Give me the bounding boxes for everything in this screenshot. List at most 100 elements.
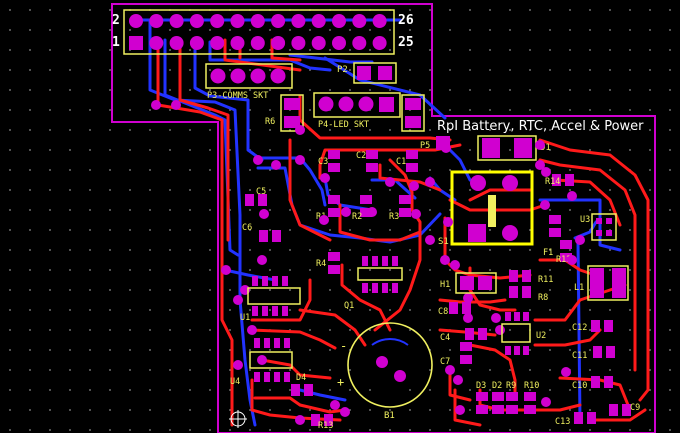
header-pin bbox=[311, 36, 326, 50]
battery-b1: B1 - + bbox=[337, 322, 433, 421]
via bbox=[233, 360, 243, 370]
via bbox=[463, 313, 473, 323]
header-pin bbox=[210, 36, 225, 50]
component-d2: D2 bbox=[492, 381, 504, 414]
u3-label: U3 bbox=[580, 215, 590, 225]
via bbox=[445, 365, 455, 375]
component-c4: C4 bbox=[440, 328, 487, 343]
via bbox=[575, 235, 585, 245]
via bbox=[409, 181, 419, 191]
ic-u4: U4 bbox=[230, 338, 293, 387]
component-c13: C13 bbox=[555, 412, 596, 427]
c7-label: C7 bbox=[440, 357, 450, 367]
q1-label: Q1 bbox=[344, 301, 354, 311]
header-pin bbox=[332, 36, 346, 50]
r12-label: R12 bbox=[556, 255, 571, 265]
r11-label: R11 bbox=[538, 275, 553, 285]
header-pin bbox=[169, 14, 184, 28]
component-r2: R2 bbox=[352, 195, 372, 222]
via bbox=[320, 173, 330, 183]
c6-label: C6 bbox=[242, 223, 252, 233]
header-pin bbox=[291, 36, 306, 50]
l1-label: L1 bbox=[574, 283, 584, 293]
via bbox=[295, 125, 305, 135]
via bbox=[247, 325, 257, 335]
component-c9: C9 bbox=[609, 403, 640, 416]
component-c6: C6 bbox=[242, 223, 281, 242]
r2-label: R2 bbox=[352, 212, 362, 222]
component-c5: C5 bbox=[245, 187, 267, 206]
component-c11: C11 bbox=[572, 346, 615, 361]
r13-label: R13 bbox=[318, 421, 333, 431]
component-r13: R13 bbox=[311, 414, 333, 431]
via bbox=[340, 407, 350, 417]
resistor-r7 bbox=[401, 94, 425, 132]
component-c1: C1 bbox=[396, 150, 418, 172]
header-pin bbox=[230, 14, 245, 28]
component-d3: D3 bbox=[476, 381, 488, 414]
via bbox=[295, 415, 305, 425]
component-c10: C10 bbox=[572, 376, 613, 391]
b1-label: B1 bbox=[384, 411, 395, 421]
via bbox=[341, 207, 351, 217]
r14-label: R14 bbox=[545, 177, 560, 187]
u2-label: U2 bbox=[536, 331, 546, 341]
component-r11: R11 bbox=[509, 270, 553, 285]
via bbox=[233, 295, 243, 305]
c8-label: C8 bbox=[438, 307, 448, 317]
c4-label: C4 bbox=[440, 333, 450, 343]
connector-p4: P4-LED SKT bbox=[313, 92, 401, 130]
header-pin bbox=[291, 14, 306, 28]
via bbox=[440, 255, 450, 265]
switch-s1: S1 bbox=[438, 170, 534, 247]
via bbox=[541, 397, 551, 407]
via bbox=[221, 265, 231, 275]
via bbox=[535, 140, 545, 150]
via bbox=[540, 200, 550, 210]
via bbox=[319, 215, 329, 225]
component-r4: R4 bbox=[316, 252, 340, 274]
via bbox=[491, 313, 501, 323]
header-pin-25-label: 25 bbox=[398, 35, 414, 50]
header-pin bbox=[372, 36, 387, 50]
via bbox=[425, 235, 435, 245]
c3-label: C3 bbox=[318, 157, 328, 167]
component-d4: D4 bbox=[291, 373, 313, 396]
via bbox=[450, 260, 460, 270]
via bbox=[295, 155, 305, 165]
via bbox=[495, 325, 505, 335]
via bbox=[271, 160, 281, 170]
component-f1: F1 bbox=[543, 215, 561, 258]
via bbox=[385, 177, 395, 187]
header-pin-26-label: 26 bbox=[398, 13, 414, 28]
header-pin bbox=[332, 14, 346, 28]
via bbox=[257, 255, 267, 265]
c13-label: C13 bbox=[555, 417, 570, 427]
header-pin bbox=[230, 36, 245, 50]
connector-p2: P2 bbox=[337, 62, 397, 84]
d1-label: D1 bbox=[540, 143, 551, 153]
via bbox=[411, 209, 421, 219]
component-c8: C8 bbox=[438, 302, 471, 317]
header-pin bbox=[149, 36, 164, 50]
header-pin bbox=[271, 36, 286, 50]
header-pin bbox=[372, 14, 387, 28]
battery-minus-label: - bbox=[340, 339, 347, 353]
via bbox=[171, 100, 181, 110]
component-r9: R9 bbox=[506, 381, 518, 414]
transistor-q1: Q1 bbox=[344, 256, 403, 311]
ic-u2: U2 bbox=[501, 312, 546, 355]
component-c2: C2 bbox=[356, 150, 378, 172]
component-c3: C3 bbox=[318, 150, 340, 172]
header-pin bbox=[250, 36, 265, 50]
via bbox=[567, 255, 577, 265]
via bbox=[253, 155, 263, 165]
inductor-l1: L1 bbox=[574, 265, 629, 301]
board-title: RpI Battery, RTC, Accel & Power bbox=[437, 119, 644, 134]
gpio-header: 2 1 26 25 bbox=[112, 9, 414, 55]
via bbox=[541, 167, 551, 177]
via bbox=[151, 100, 161, 110]
component-c12: C12 bbox=[572, 320, 613, 333]
via bbox=[535, 160, 545, 170]
p5-label: P5 bbox=[420, 141, 430, 151]
